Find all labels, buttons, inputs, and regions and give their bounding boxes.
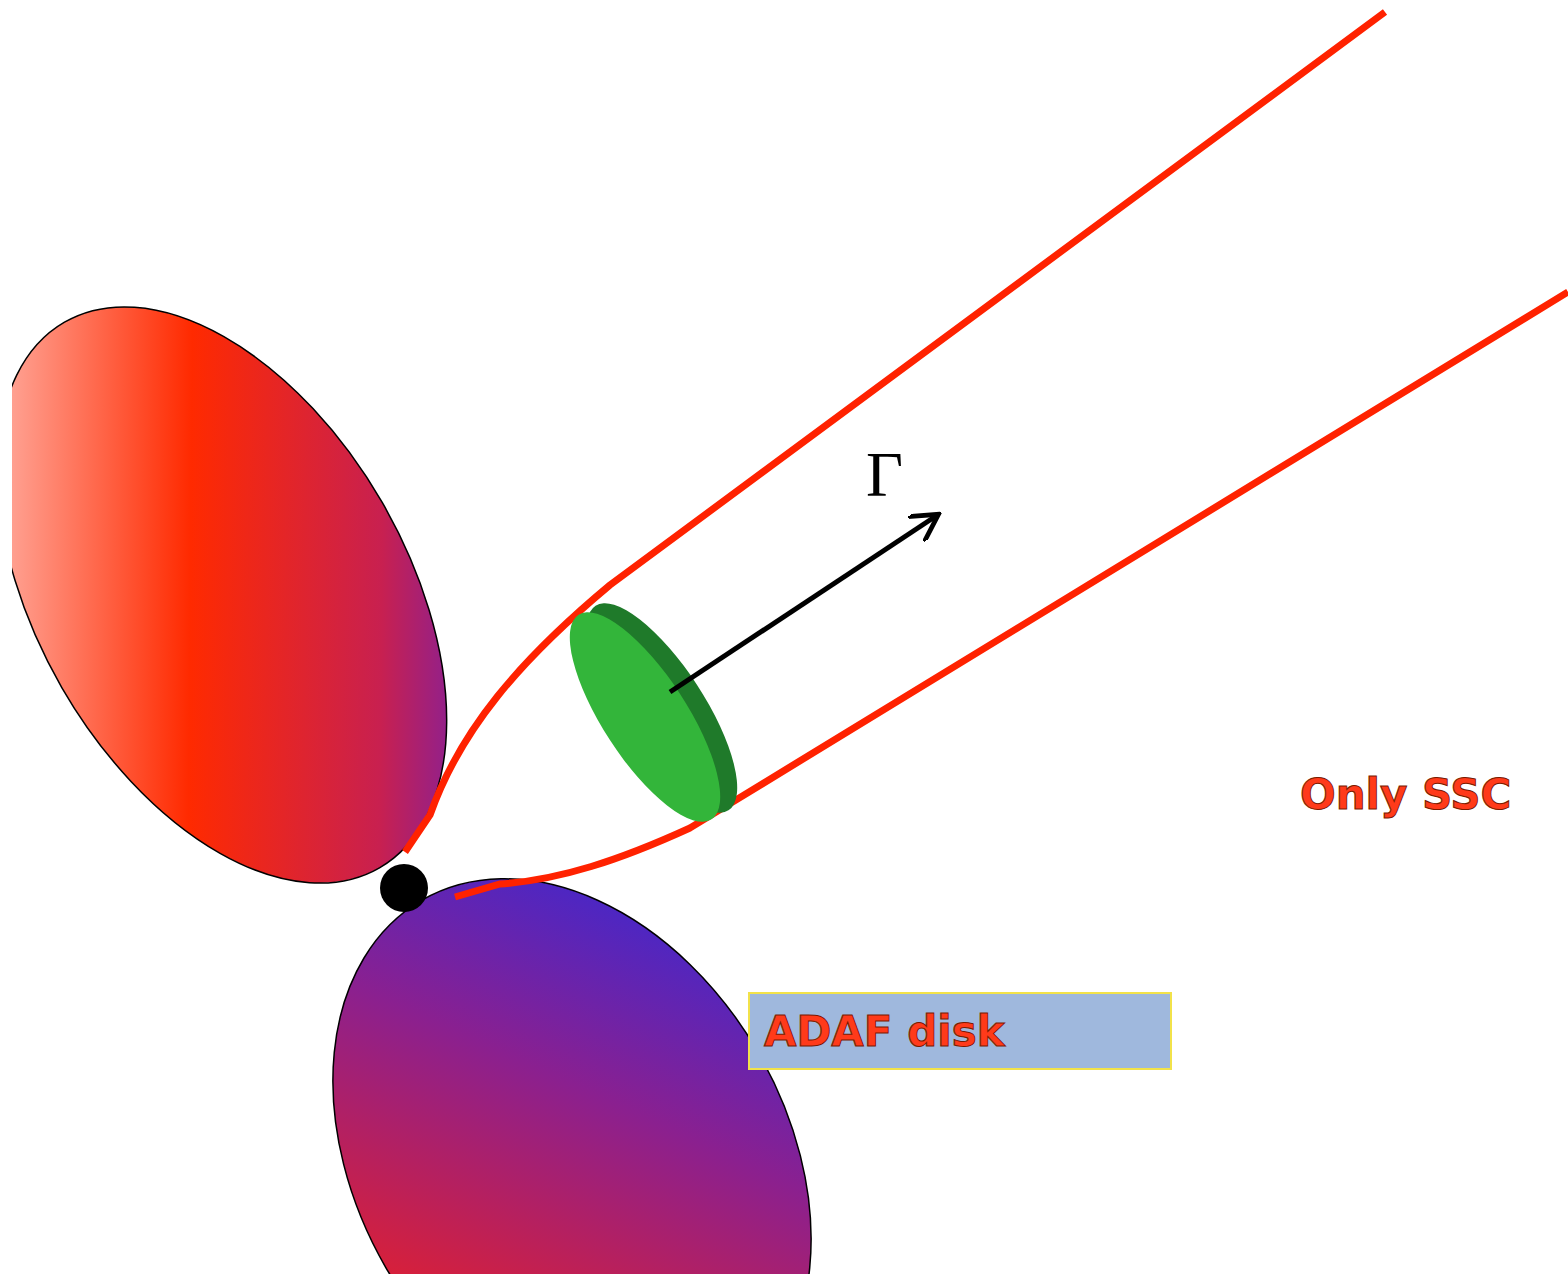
jet-boundary <box>455 292 1568 897</box>
emitting-blob <box>543 592 746 842</box>
box-label: ADAF disk <box>764 1007 1156 1056</box>
upper-disk-lobe <box>12 230 540 961</box>
label-box: ADAF disk <box>748 992 1172 1070</box>
lorentz-factor-symbol: Γ <box>866 438 903 512</box>
emission-note: Only SSC <box>1300 770 1511 819</box>
black-hole <box>380 864 428 912</box>
jet-boundary <box>405 12 1385 852</box>
velocity-arrow <box>670 516 936 692</box>
